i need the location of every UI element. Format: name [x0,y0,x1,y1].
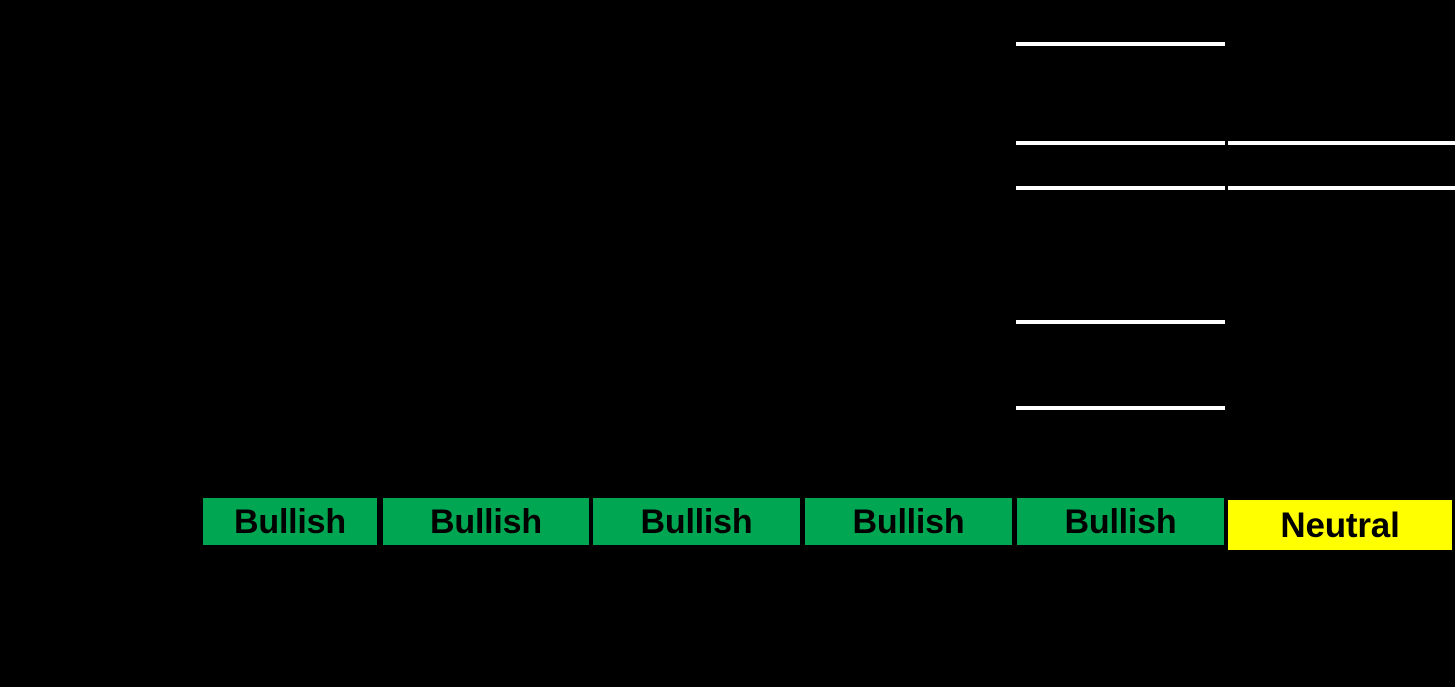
rule-mid-lower-right [1228,186,1455,190]
rule-bottom-left [1016,406,1225,410]
sentiment-cell-2[interactable]: Bullish [383,498,589,545]
rule-lower-left [1016,320,1225,324]
sentiment-cell-label: Bullish [640,502,753,541]
sentiment-cell-3[interactable]: Bullish [593,498,800,545]
sentiment-cell-label: Bullish [234,502,346,541]
sentiment-cell-label: Bullish [852,502,965,541]
rule-mid-upper-right [1228,141,1455,145]
sentiment-cell-label: Bullish [430,502,542,541]
sentiment-cell-5[interactable]: Bullish [1017,498,1224,545]
rule-mid-lower-left [1016,186,1225,190]
rule-mid-upper-left [1016,141,1225,145]
sentiment-cell-4[interactable]: Bullish [805,498,1012,545]
sentiment-cell-1[interactable]: Bullish [203,498,377,545]
sentiment-cell-6[interactable]: Neutral [1228,500,1452,550]
sentiment-cell-label: Neutral [1280,505,1400,545]
sentiment-cell-label: Bullish [1064,502,1177,541]
rule-top-left [1016,42,1225,46]
